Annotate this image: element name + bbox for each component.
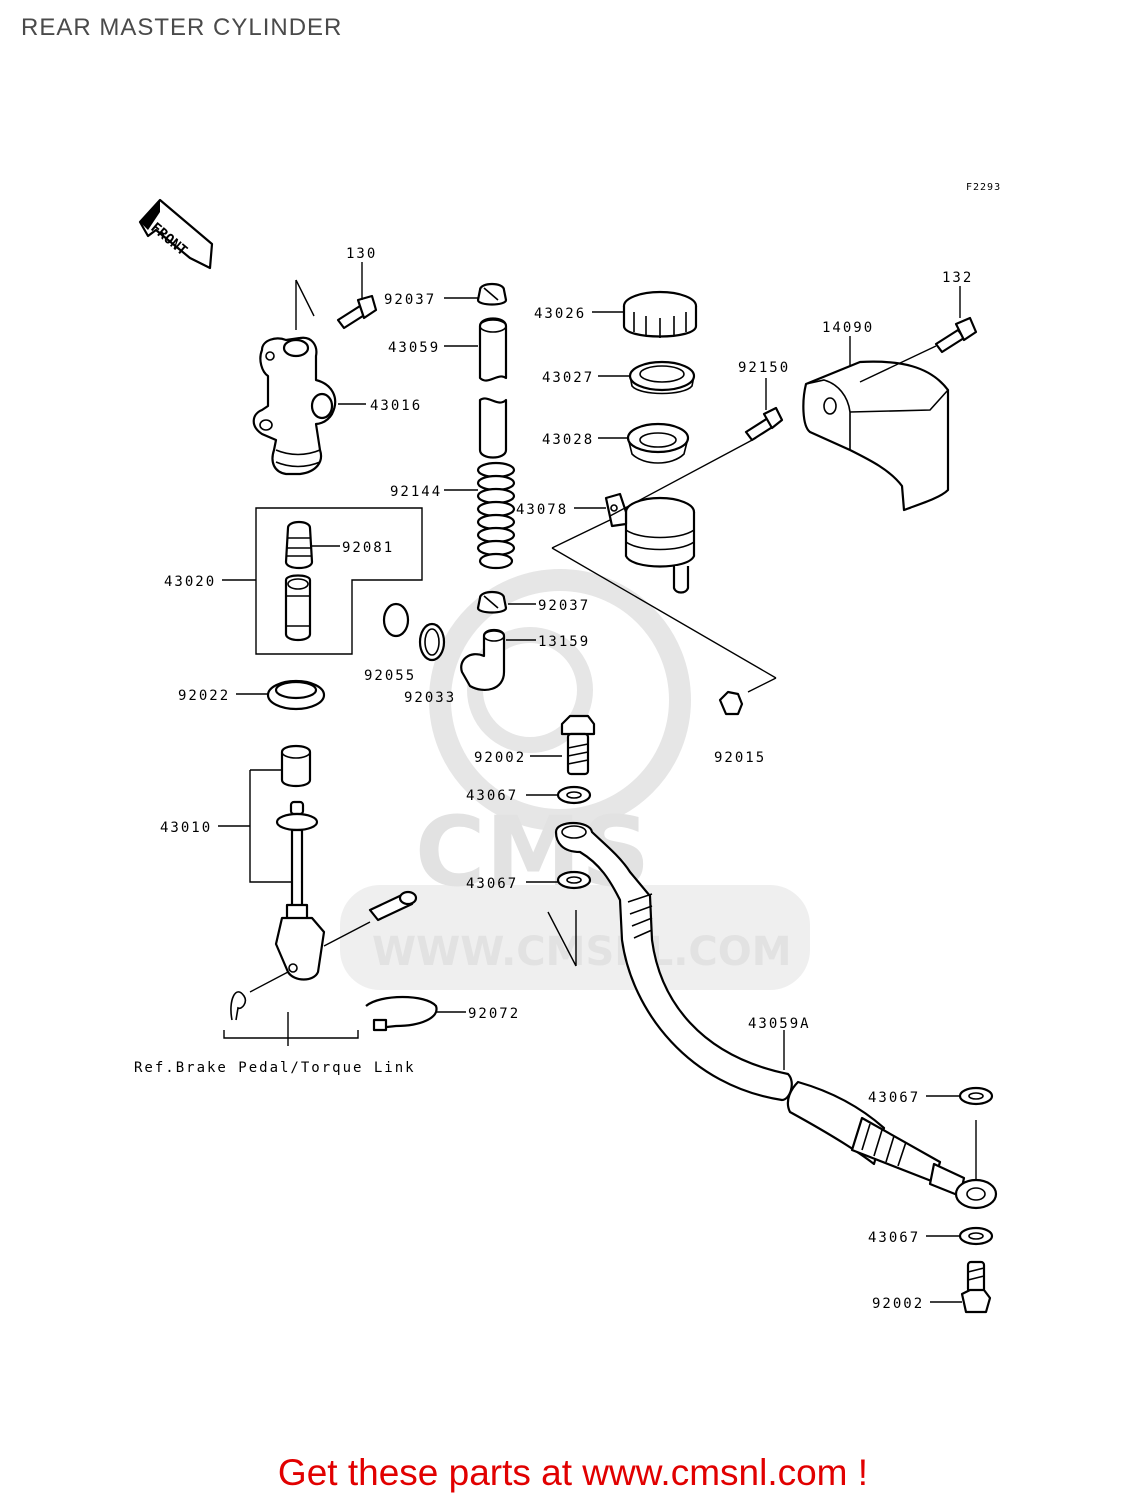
diaphragm-plate-43027-icon [628,360,696,395]
reference-bracket [223,1012,359,1046]
circlip-92033-icon [418,622,446,662]
spring-92144-icon [476,461,516,570]
part-label[interactable]: 43059A [748,1016,811,1032]
elbow-fitting-13159-icon [460,628,506,691]
page-title: REAR MASTER CYLINDER [21,14,343,41]
part-labels: 130 92037 43059 43016 92144 92081 43020 … [160,246,973,1312]
part-label[interactable]: 92002 [474,750,526,766]
washer-43067-upper-icon [556,785,592,805]
part-label[interactable]: 92055 [364,668,416,684]
part-label[interactable]: 43067 [466,788,518,804]
reservoir-43078-icon [604,492,696,594]
clip-92037-top-icon [476,282,508,306]
watermark-url-text: WWW.CMSNL.COM [372,929,792,975]
part-label[interactable]: 92081 [342,540,394,556]
part-label[interactable]: 92150 [738,360,790,376]
part-label[interactable]: 43078 [516,502,568,518]
brake-hose-43059A-icon [547,821,998,1210]
part-label[interactable]: 92037 [384,292,436,308]
bolt-92150-icon [609,406,784,517]
diaphragm-43028-icon [626,422,690,464]
part-label[interactable]: 92015 [714,750,766,766]
push-rod-43010-icon [218,744,326,981]
footer-banner[interactable]: Get these parts at www.cmsnl.com ! [277,1452,869,1493]
washer-43067-banjo-top-icon [958,1086,994,1106]
part-label[interactable]: 43067 [466,876,518,892]
part-label[interactable]: 92002 [872,1296,924,1312]
reference-note: Ref.Brake Pedal/Torque Link [134,1060,416,1076]
washer-43067-banjo-bottom-icon [958,1226,994,1246]
part-label[interactable]: 43016 [370,398,422,414]
nut-92015-icon [718,690,744,716]
part-label[interactable]: 43028 [542,432,594,448]
part-label[interactable]: 92022 [178,688,230,704]
part-label[interactable]: 43010 [160,820,212,836]
part-label[interactable]: 43059 [388,340,440,356]
hose-clamp-92072-icon [365,996,438,1032]
part-label[interactable]: 92144 [390,484,442,500]
clevis-pin-icon [323,890,418,947]
banjo-bolt-92002-icon [560,714,596,776]
clip-92037-bottom-icon [476,590,508,614]
washer-43067-lower-icon [556,870,592,890]
reservoir-mounting-guide [551,519,777,693]
bolt-130-icon [295,279,378,330]
part-label[interactable]: 43026 [534,306,586,322]
kit-43020-box [255,507,423,655]
part-label[interactable]: 92072 [468,1006,520,1022]
cotter-pin-icon [230,971,289,1021]
part-label[interactable]: 13159 [538,634,590,650]
circlip-92022-icon [266,679,326,711]
diagram-code: F2293 [966,182,1001,193]
part-label[interactable]: 43020 [164,574,216,590]
cover-14090-icon [802,345,950,512]
master-cylinder-body-icon [252,336,337,476]
part-label[interactable]: 130 [346,246,377,262]
reservoir-hose-43059-icon [478,317,508,459]
banjo-bolt-92002-lower-icon [960,1260,992,1314]
part-label[interactable]: 43067 [868,1230,920,1246]
part-label[interactable]: 43027 [542,370,594,386]
part-label[interactable]: 43067 [868,1090,920,1106]
part-label[interactable]: 132 [942,270,973,286]
bolt-132-icon [934,316,978,354]
front-arrow-icon: FRONT [138,198,214,270]
part-label[interactable]: 92033 [404,690,456,706]
leader-lines [222,262,962,1303]
part-label[interactable]: 92037 [538,598,590,614]
o-ring-92055-icon [382,602,410,638]
reservoir-cap-43026-icon [622,290,698,338]
part-label[interactable]: 14090 [822,320,874,336]
